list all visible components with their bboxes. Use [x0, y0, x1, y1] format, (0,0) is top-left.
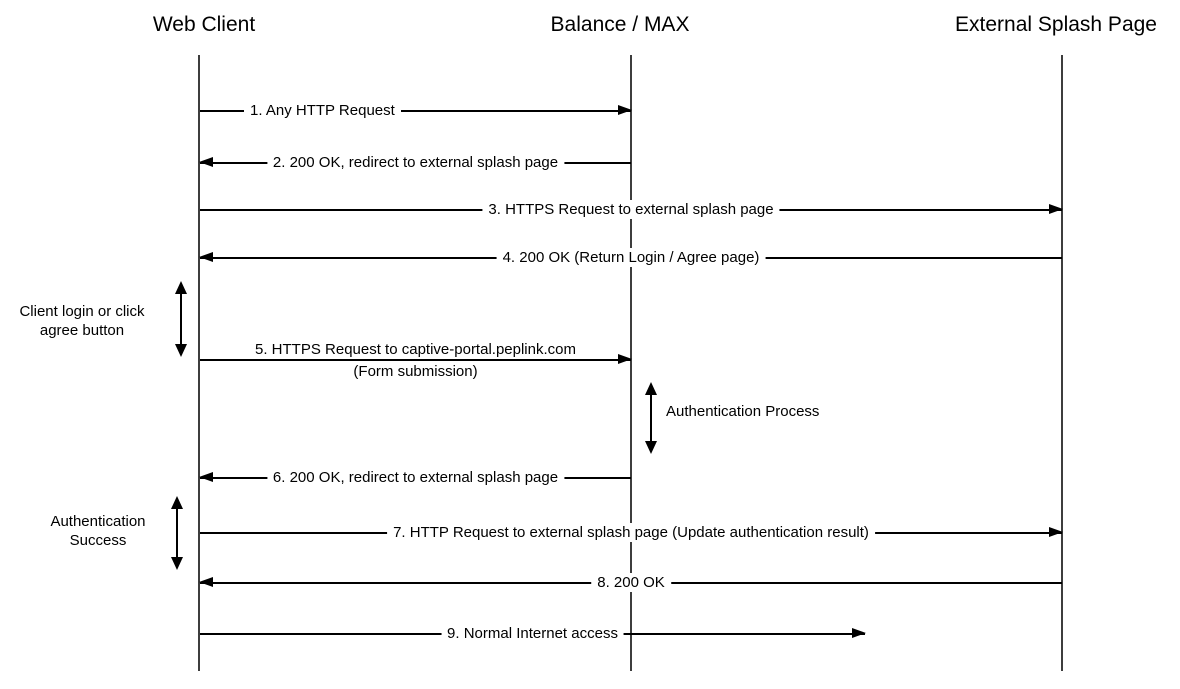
message-6-label: 6. 200 OK, redirect to external splash p…: [266, 468, 565, 487]
annotation-client-login: Client login or click agree button: [2, 302, 162, 340]
arrowhead-left-icon: [199, 157, 213, 167]
arrowhead-down-icon: [171, 557, 183, 570]
arrowhead-right-icon: [852, 628, 866, 638]
message-5-line: [200, 359, 631, 361]
arrowhead-down-icon: [175, 344, 187, 357]
annotation-auth-process: Authentication Process: [666, 403, 820, 420]
double-arrow-line: [176, 502, 178, 564]
message-8-label: 8. 200 OK: [591, 573, 671, 592]
double-arrow-auth-success: [171, 496, 183, 570]
arrowhead-right-icon: [618, 354, 632, 364]
arrowhead-right-icon: [1049, 204, 1063, 214]
arrowhead-right-icon: [618, 105, 632, 115]
lifeline-external-splash-page: [1061, 55, 1063, 671]
message-1-line: [200, 110, 631, 112]
annotation-client-login-line2: agree button: [39, 322, 125, 339]
message-3-label: 3. HTTPS Request to external splash page: [482, 200, 780, 219]
annotation-client-login-line1: Client login or click: [19, 303, 145, 320]
double-arrow-line: [180, 287, 182, 351]
arrowhead-left-icon: [199, 577, 213, 587]
arrowhead-left-icon: [199, 472, 213, 482]
annotation-auth-success-line2: Success: [69, 532, 127, 549]
message-5-sublabel: (Form submission): [353, 363, 478, 380]
message-2-label: 2. 200 OK, redirect to external splash p…: [266, 153, 565, 172]
arrowhead-left-icon: [199, 252, 213, 262]
double-arrow-client-login: [175, 281, 187, 357]
actor-title-external-splash-page: External Splash Page: [955, 13, 1157, 36]
actor-title-web-client: Web Client: [152, 13, 256, 36]
message-7-label: 7. HTTP Request to external splash page …: [387, 523, 875, 542]
actor-title-balance-max: Balance / MAX: [550, 13, 690, 36]
annotation-auth-success: Authentication Success: [18, 512, 178, 550]
double-arrow-line: [650, 388, 652, 448]
message-9-label: 9. Normal Internet access: [441, 624, 624, 643]
message-4-label: 4. 200 OK (Return Login / Agree page): [496, 248, 766, 267]
lifeline-web-client: [198, 55, 200, 671]
arrowhead-right-icon: [1049, 527, 1063, 537]
message-1-label: 1. Any HTTP Request: [244, 101, 401, 120]
arrowhead-down-icon: [645, 441, 657, 454]
double-arrow-auth-process: [645, 382, 657, 454]
annotation-auth-success-line1: Authentication: [50, 513, 146, 530]
message-5-label: 5. HTTPS Request to captive-portal.pepli…: [255, 341, 576, 358]
